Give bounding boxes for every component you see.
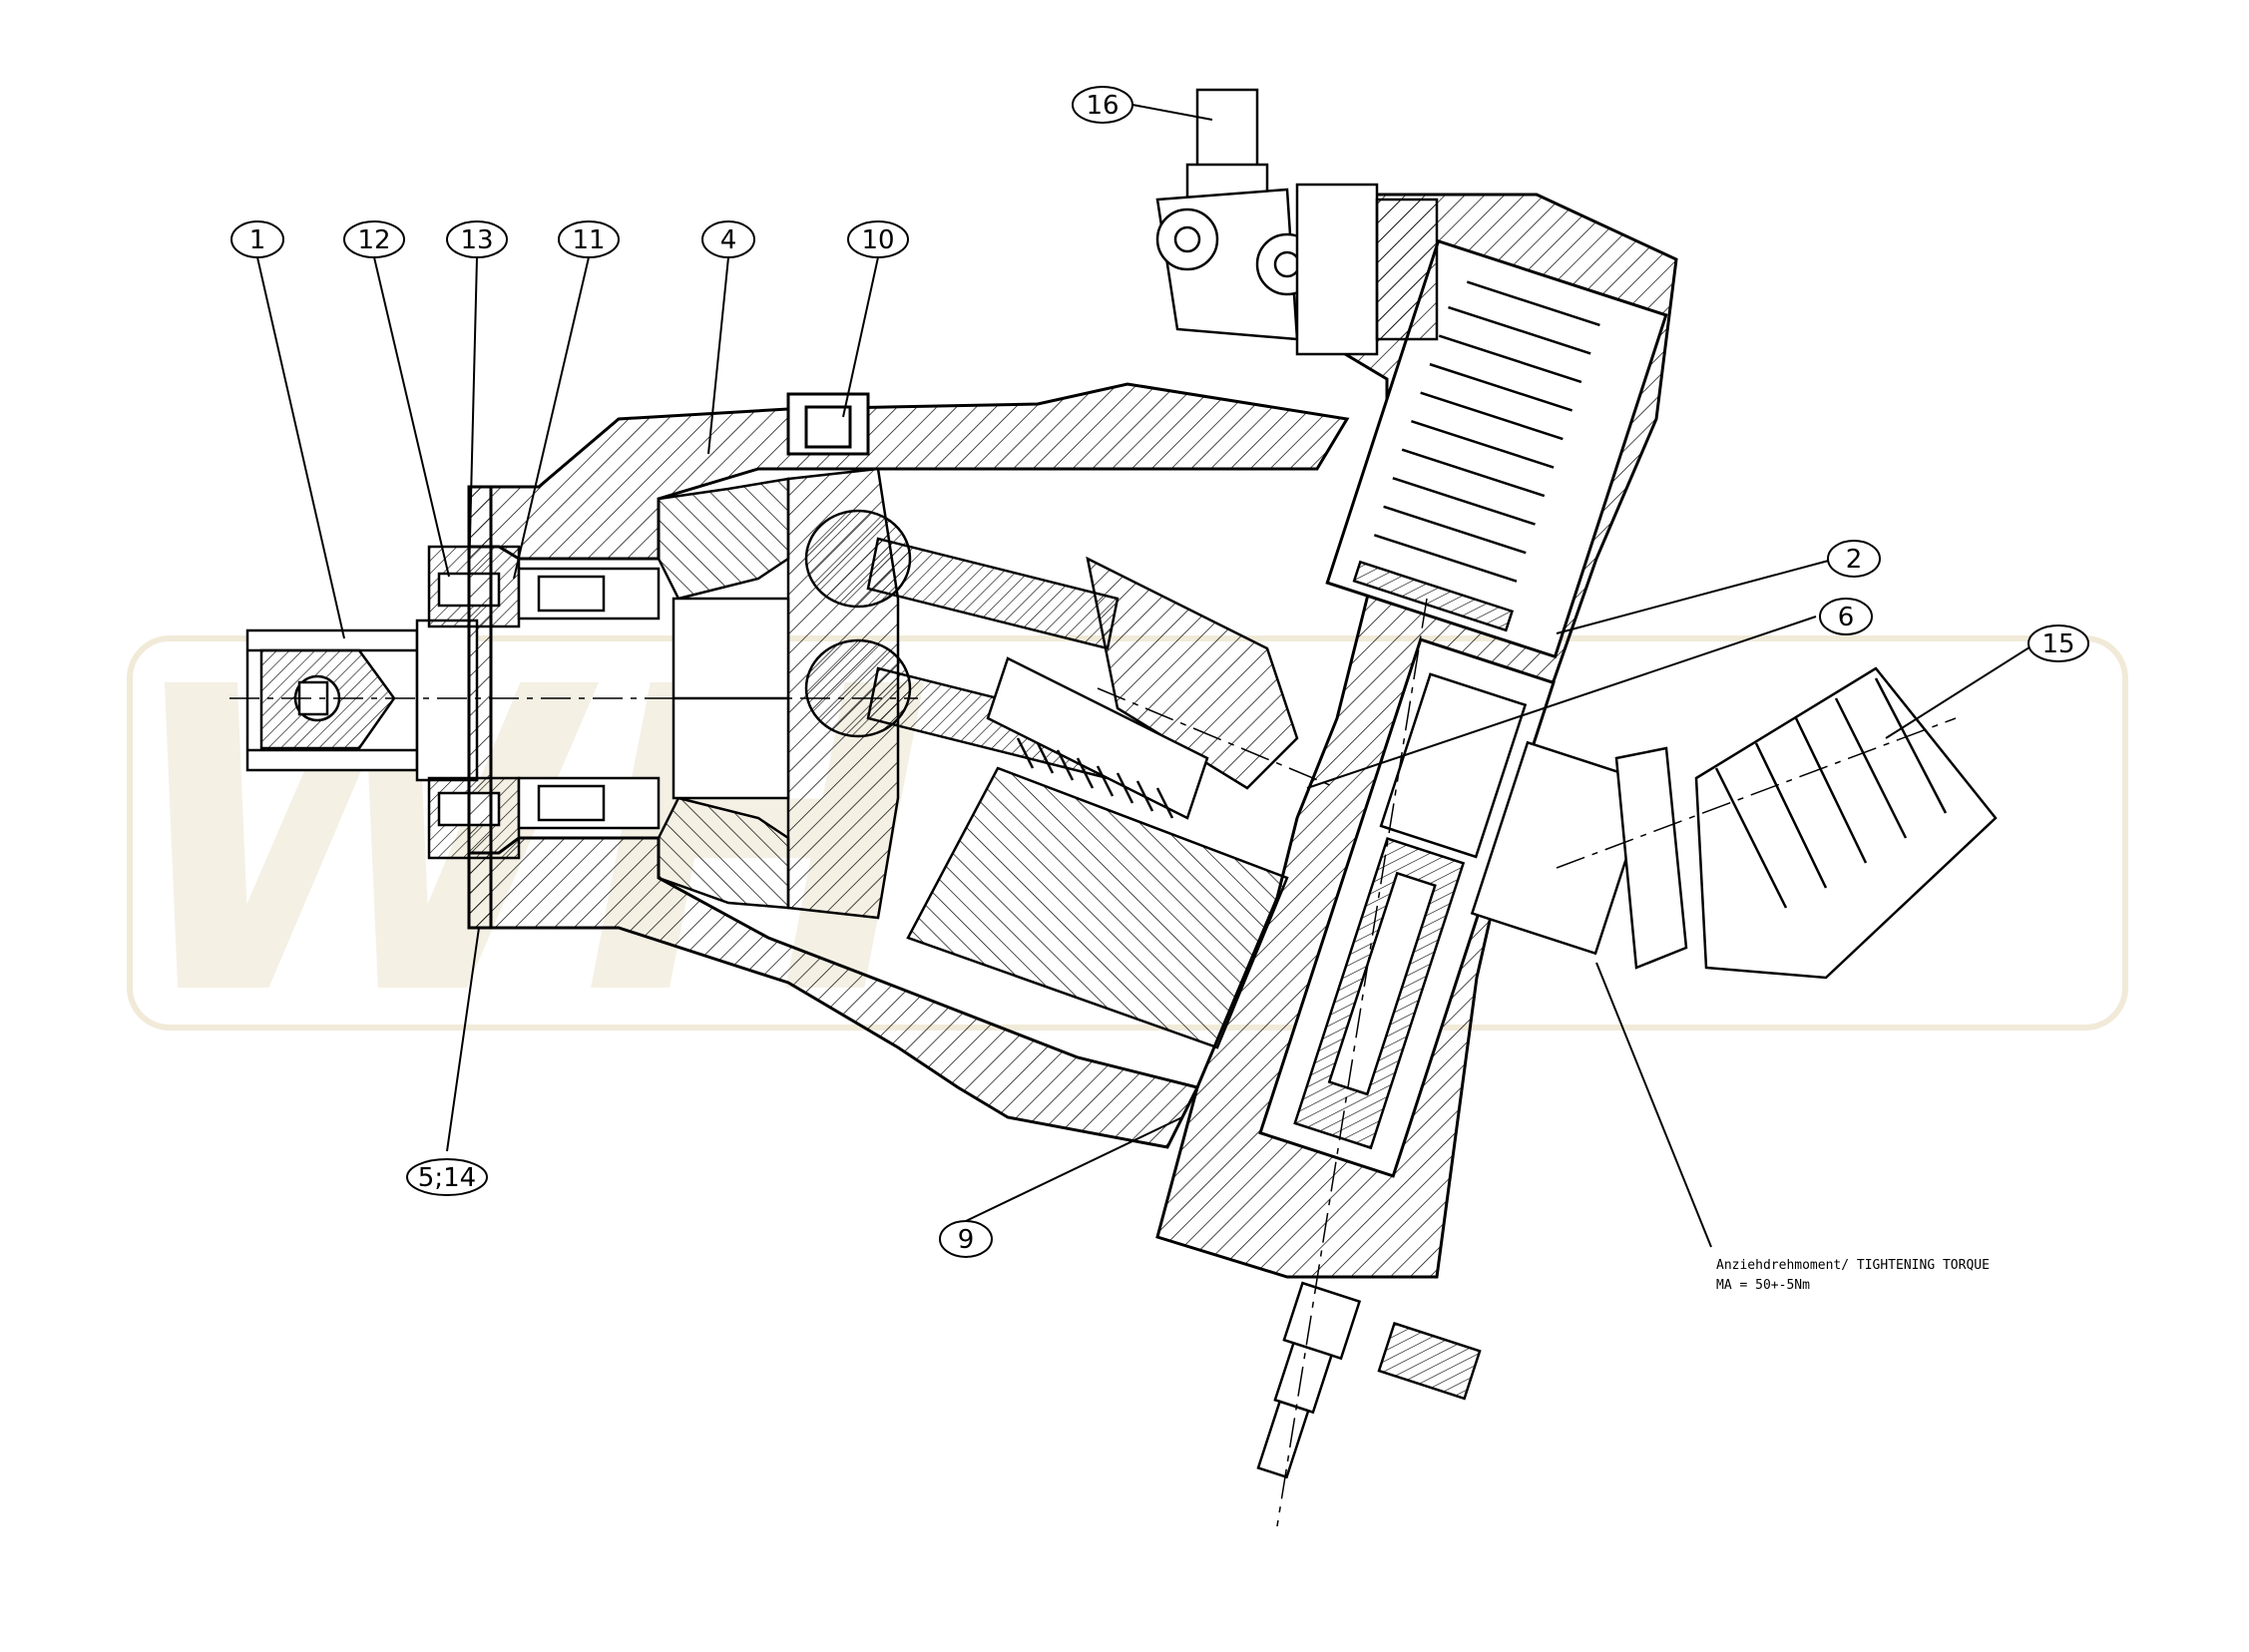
svg-text:1: 1 [249,225,266,255]
svg-text:15: 15 [2041,629,2074,659]
control-piston [1293,672,1528,1150]
hose [1694,666,1998,980]
svg-text:2: 2 [1846,545,1863,575]
drive-shaft [245,619,479,782]
center-lines [229,598,1957,1527]
adjusting-screw [1256,1281,1482,1479]
callout-13: 13 [446,220,508,258]
callout-11: 11 [558,220,620,258]
callout-5-14: 5;14 [406,1158,488,1196]
svg-text:4: 4 [720,225,737,255]
svg-text:10: 10 [861,225,894,255]
control-springs [1352,280,1600,632]
callout-16: 16 [1072,86,1133,124]
svg-text:6: 6 [1838,603,1855,632]
callout-12: 12 [343,220,405,258]
svg-text:13: 13 [460,225,493,255]
callout-6: 6 [1819,598,1873,635]
callout-2: 2 [1827,540,1881,578]
callout-1: 1 [230,220,284,258]
callout-4: 4 [701,220,755,258]
callout-10: 10 [847,220,909,258]
svg-text:5;14: 5;14 [418,1163,476,1193]
top-valve [1155,88,1439,356]
svg-text:11: 11 [572,225,605,255]
svg-text:16: 16 [1086,91,1119,121]
cylinder-block [906,556,1299,1049]
center-spring [1016,737,1174,819]
outlet-fitting [1470,666,1998,980]
svg-text:MA = 50+-5Nm: MA = 50+-5Nm [1716,1278,1810,1293]
torque-note: Anziehdrehmoment/ TIGHTENING TORQUE MA =… [1716,1258,1990,1293]
leader-lines [256,104,2041,1248]
callout-9: 9 [939,1220,993,1258]
svg-text:12: 12 [357,225,390,255]
svg-text:9: 9 [958,1225,975,1255]
callout-15: 15 [2027,624,2089,662]
svg-text:Anziehdrehmoment/ TIGHTENING T: Anziehdrehmoment/ TIGHTENING TORQUE [1716,1258,1990,1273]
